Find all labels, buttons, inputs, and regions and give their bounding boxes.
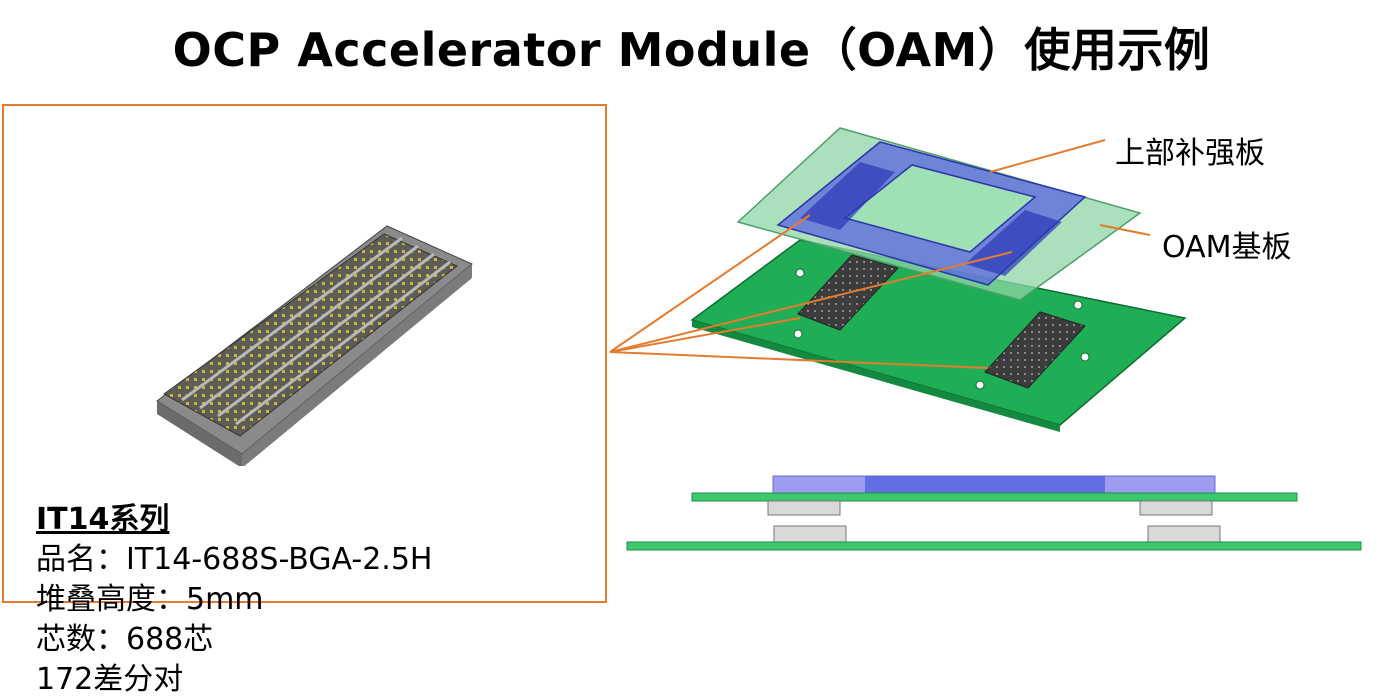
spec-diff-pairs: 172差分对: [36, 662, 184, 697]
spec-pin-count: 芯数：688芯: [36, 622, 214, 657]
side-view: [626, 475, 1362, 551]
spec-stack-height: 堆叠高度：5mm: [36, 582, 264, 617]
callout-oam-board: OAM基板: [1162, 230, 1292, 265]
page-title: OCP Accelerator Module（OAM）使用示例: [172, 23, 1211, 77]
spec-part-number: 品名：IT14-688S-BGA-2.5H: [36, 542, 433, 577]
connector-image: [156, 225, 473, 466]
series-name: IT14系列: [36, 502, 170, 537]
callout-stiffener: 上部补强板: [1115, 136, 1265, 171]
assembly-diagram: [609, 127, 1362, 551]
lower-connector-right: [984, 311, 1086, 389]
